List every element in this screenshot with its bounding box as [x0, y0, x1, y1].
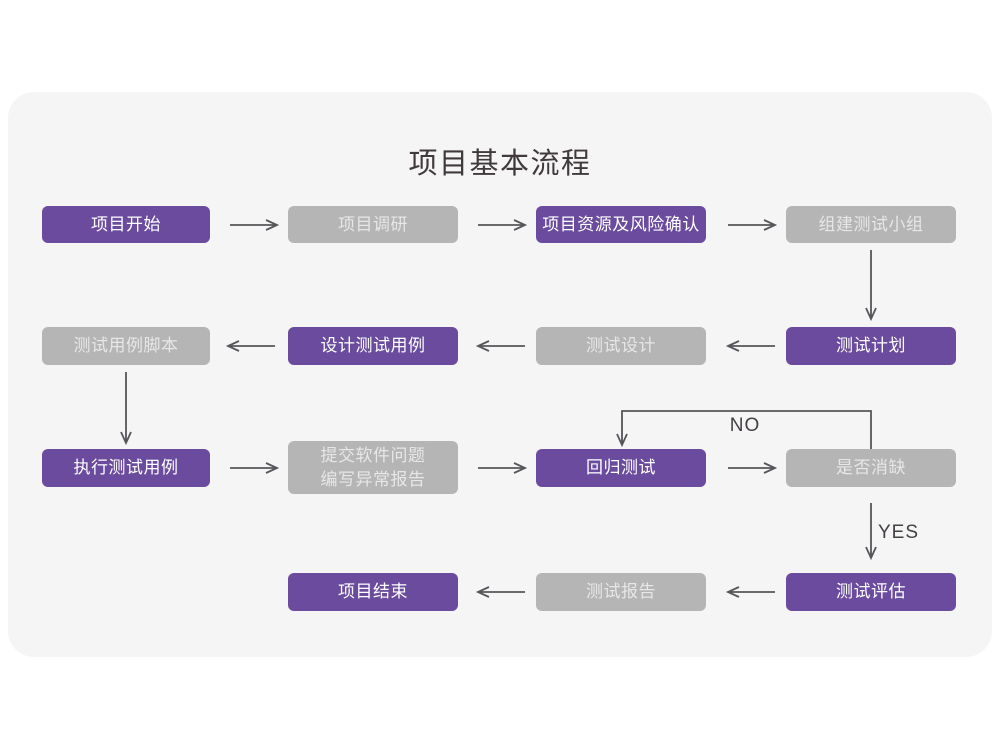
- flow-node-execute-test-cases: 执行测试用例: [42, 449, 210, 487]
- flow-node-test-design: 测试设计: [536, 327, 706, 365]
- no-edge-label: NO: [729, 415, 761, 436]
- flow-node-test-plan: 测试计划: [786, 327, 956, 365]
- flow-node-project-end: 项目结束: [288, 573, 458, 611]
- flow-node-test-case-script: 测试用例脚本: [42, 327, 210, 365]
- flow-node-test-evaluation: 测试评估: [786, 573, 956, 611]
- flow-node-project-start: 项目开始: [42, 206, 210, 243]
- flow-node-regression-test: 回归测试: [536, 449, 706, 487]
- flow-node-submit-issue-report: 提交软件问题 编写异常报告: [288, 441, 458, 494]
- yes-edge-label: YES: [878, 522, 920, 543]
- flow-node-project-resources: 项目资源及风险确认: [536, 206, 706, 243]
- flow-node-design-test-cases: 设计测试用例: [288, 327, 458, 365]
- flow-node-build-test-team: 组建测试小组: [786, 206, 956, 243]
- flow-node-test-report: 测试报告: [536, 573, 706, 611]
- flow-node-defect-cleared: 是否消缺: [786, 449, 956, 487]
- flow-node-project-research: 项目调研: [288, 206, 458, 243]
- diagram-title: 项目基本流程: [408, 148, 592, 180]
- flowchart-canvas: [8, 92, 992, 657]
